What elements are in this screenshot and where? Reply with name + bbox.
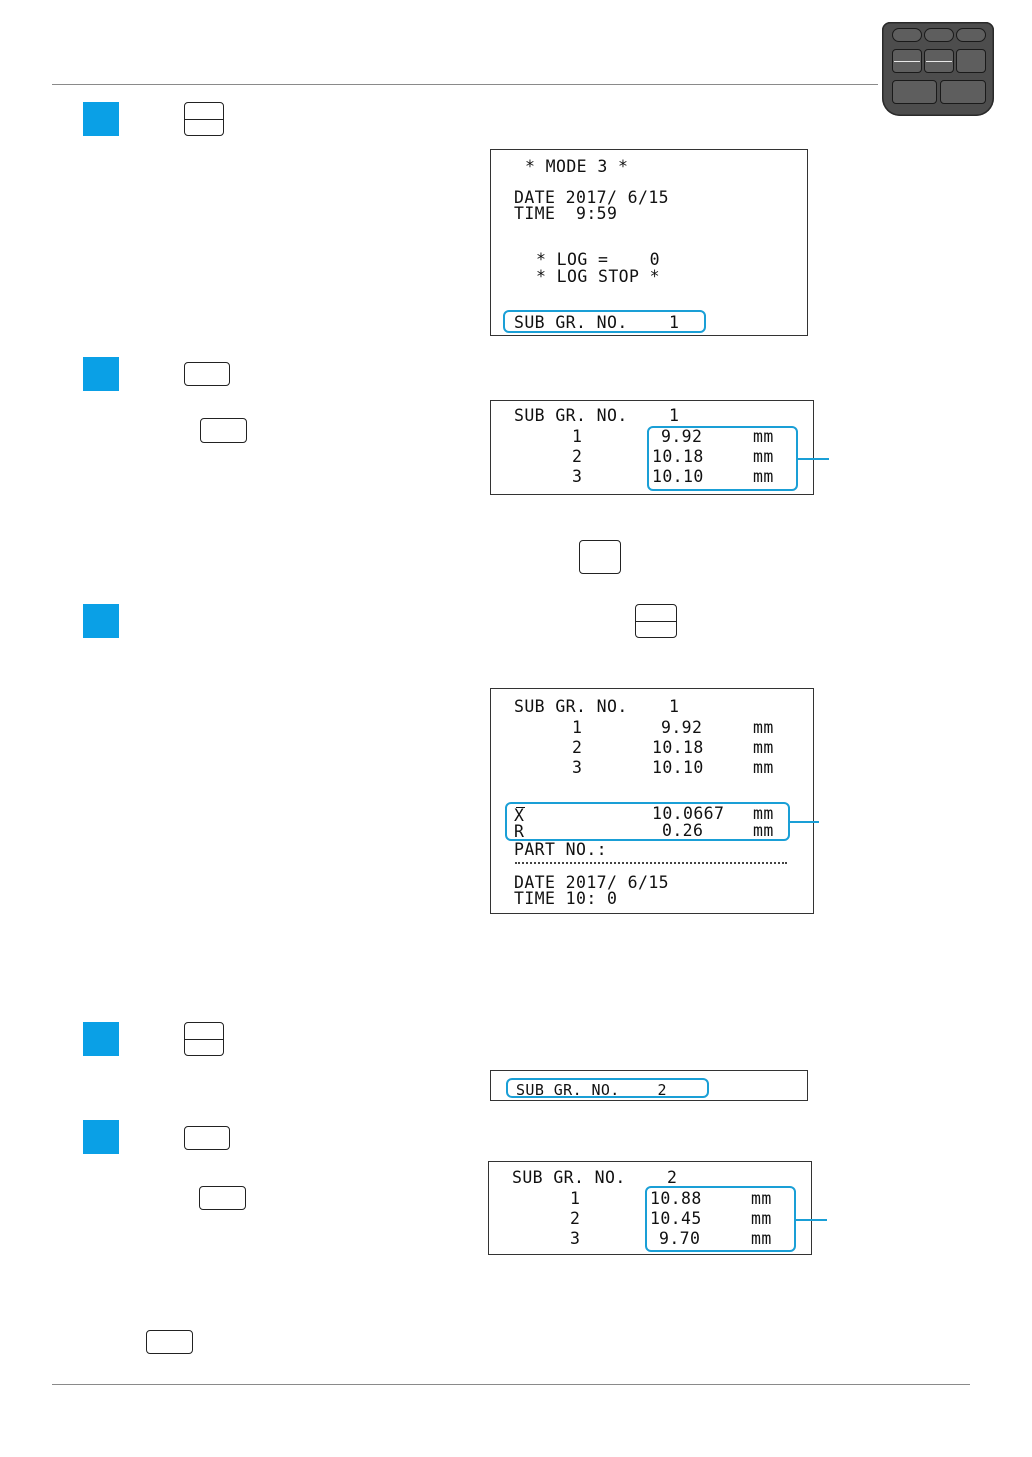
row-index: 1 bbox=[572, 718, 583, 737]
printout-subgroup1-result: SUB GR. NO. 1 1 9.92 mm 2 10.18 mm 3 10.… bbox=[490, 688, 814, 914]
keypad-key bbox=[892, 80, 937, 104]
key-blank bbox=[199, 1186, 246, 1210]
key-divided bbox=[184, 102, 224, 136]
subgroup-highlight bbox=[506, 1078, 709, 1098]
range-unit: mm bbox=[753, 821, 774, 840]
row-value: 10.18 bbox=[652, 447, 704, 466]
row-unit: mm bbox=[753, 447, 774, 466]
subgroup-line: SUB GR. NO. 1 bbox=[514, 313, 680, 332]
callout-line bbox=[789, 821, 819, 823]
step-marker bbox=[83, 102, 119, 136]
row-value: 9.92 bbox=[661, 427, 703, 446]
keypad-key bbox=[940, 80, 986, 104]
part-number-field bbox=[515, 862, 787, 864]
printout-mode3: * MODE 3 * DATE 2017/ 6/15 TIME 9:59 * L… bbox=[490, 149, 808, 336]
xbar-label: X bbox=[514, 806, 525, 825]
subgroup-header: SUB GR. NO. 1 bbox=[514, 406, 680, 425]
row-value: 9.70 bbox=[659, 1229, 701, 1248]
step-marker bbox=[83, 357, 119, 391]
subgroup-line: SUB GR. NO. 2 bbox=[516, 1081, 667, 1099]
date-line: DATE 2017/ 6/15 bbox=[514, 188, 670, 207]
row-unit: mm bbox=[753, 738, 774, 757]
subgroup-header: SUB GR. NO. 2 bbox=[512, 1168, 678, 1187]
key-square bbox=[579, 540, 621, 574]
statistics-highlight bbox=[505, 802, 790, 841]
row-unit: mm bbox=[753, 467, 774, 486]
row-index: 3 bbox=[572, 758, 583, 777]
row-index: 2 bbox=[570, 1209, 581, 1228]
footer-rule bbox=[52, 1384, 970, 1385]
log-stop-line: * LOG STOP * bbox=[536, 267, 661, 286]
keypad-key bbox=[956, 49, 986, 73]
key-blank bbox=[146, 1330, 193, 1354]
keypad-icon bbox=[882, 22, 994, 116]
row-index: 1 bbox=[572, 427, 583, 446]
xbar-unit: mm bbox=[753, 804, 774, 823]
xbar-value: 10.0667 bbox=[652, 804, 725, 823]
step-marker bbox=[83, 1120, 119, 1154]
keypad-key bbox=[956, 28, 986, 42]
row-value: 10.88 bbox=[650, 1189, 702, 1208]
callout-line bbox=[795, 1219, 827, 1221]
row-index: 3 bbox=[570, 1229, 581, 1248]
xbar-overline bbox=[516, 807, 525, 808]
key-blank bbox=[184, 1126, 230, 1150]
callout-line bbox=[797, 458, 829, 460]
log-line: * LOG = 0 bbox=[536, 250, 661, 269]
range-label: R bbox=[514, 822, 525, 841]
row-unit: mm bbox=[751, 1229, 772, 1248]
row-value: 10.10 bbox=[652, 467, 704, 486]
key-divided bbox=[184, 1022, 224, 1056]
row-unit: mm bbox=[753, 718, 774, 737]
row-index: 1 bbox=[570, 1189, 581, 1208]
row-index: 2 bbox=[572, 738, 583, 757]
keypad-key bbox=[892, 28, 922, 42]
row-unit: mm bbox=[753, 758, 774, 777]
key-divided bbox=[635, 604, 677, 638]
printout-subgroup2: SUB GR. NO. 2 bbox=[490, 1070, 808, 1101]
printout-subgroup2-measurements: SUB GR. NO. 2 1 10.88 mm 2 10.45 mm 3 9.… bbox=[488, 1161, 812, 1255]
row-index: 2 bbox=[572, 447, 583, 466]
measurements-highlight bbox=[645, 1186, 796, 1252]
row-index: 3 bbox=[572, 467, 583, 486]
keypad-key bbox=[924, 28, 954, 42]
row-unit: mm bbox=[751, 1189, 772, 1208]
row-value: 10.10 bbox=[652, 758, 704, 777]
time-line: TIME 10: 0 bbox=[514, 889, 618, 908]
step-marker bbox=[83, 1022, 119, 1056]
step-marker bbox=[83, 604, 119, 638]
date-line: DATE 2017/ 6/15 bbox=[514, 873, 670, 892]
row-unit: mm bbox=[751, 1209, 772, 1228]
range-value: 0.26 bbox=[662, 821, 704, 840]
row-value: 9.92 bbox=[661, 718, 703, 737]
printout-subgroup1-measurements: SUB GR. NO. 1 1 9.92 mm 2 10.18 mm 3 10.… bbox=[490, 400, 814, 495]
subgroup-header: SUB GR. NO. 1 bbox=[514, 697, 680, 716]
row-value: 10.18 bbox=[652, 738, 704, 757]
measurements-highlight bbox=[647, 426, 798, 491]
part-number-label: PART NO.: bbox=[514, 840, 608, 859]
subgroup-highlight bbox=[503, 310, 706, 333]
mode-line: * MODE 3 * bbox=[525, 157, 629, 176]
row-unit: mm bbox=[753, 427, 774, 446]
header-rule bbox=[52, 84, 878, 85]
row-value: 10.45 bbox=[650, 1209, 702, 1228]
key-blank bbox=[184, 362, 230, 386]
key-blank bbox=[200, 418, 247, 443]
time-line: TIME 9:59 bbox=[514, 204, 618, 223]
